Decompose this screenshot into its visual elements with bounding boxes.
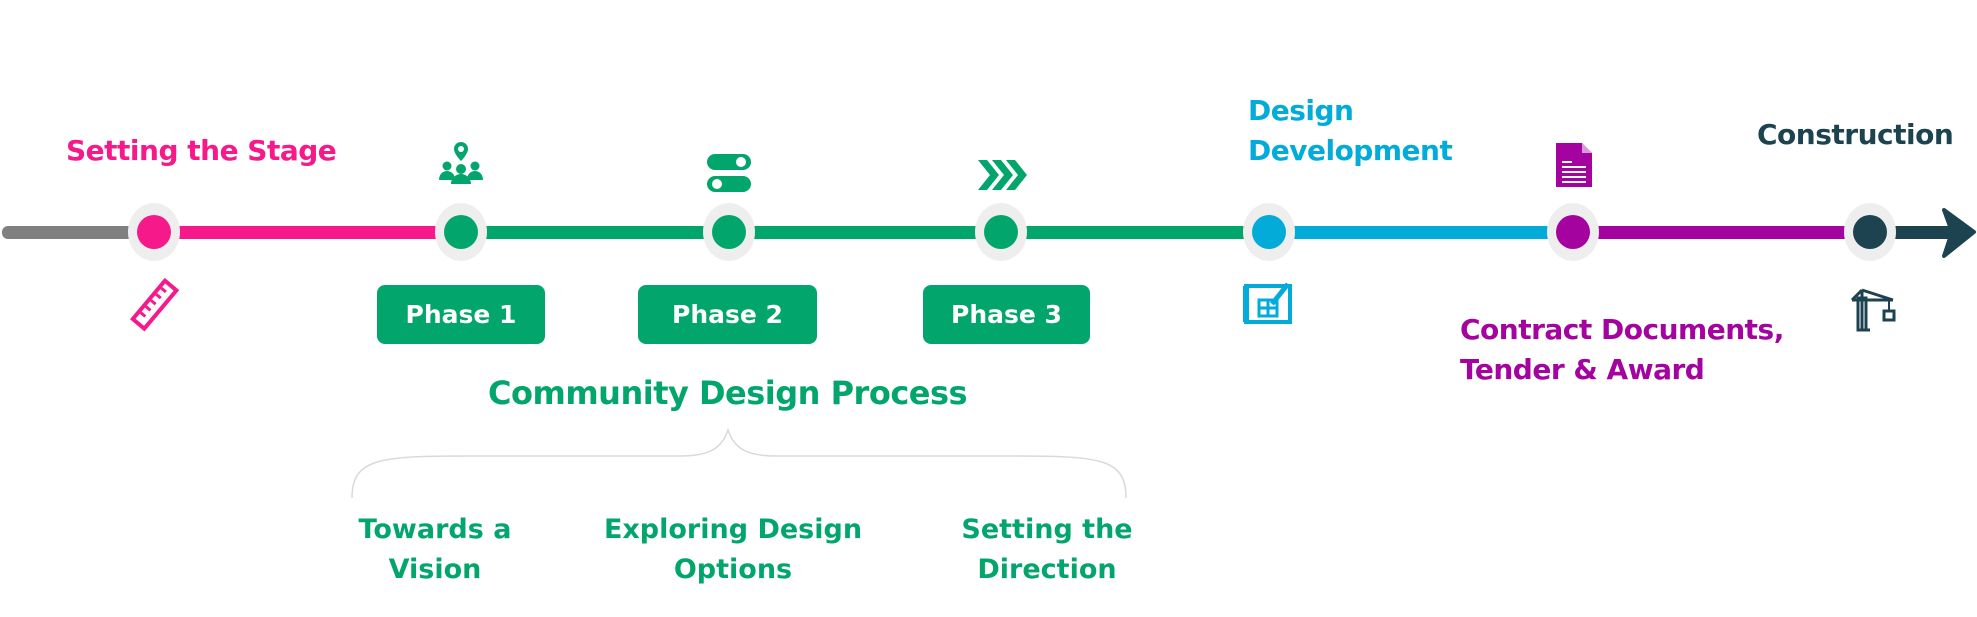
blueprint-icon — [1243, 282, 1292, 324]
node-phase-1 — [435, 203, 487, 261]
label-setting-the-stage: Setting the Stage — [66, 134, 337, 167]
phase-3-box: Phase 3 — [923, 285, 1090, 344]
label-contract-line1: Contract Documents, — [1460, 313, 1784, 346]
chevrons-icon — [978, 160, 1027, 190]
label-construction: Construction — [1757, 118, 1954, 151]
step-line1: Exploring Design — [603, 514, 863, 545]
label-contract-line2: Tender & Award — [1460, 353, 1705, 386]
phase-1-box: Phase 1 — [377, 285, 545, 344]
crane-icon — [1850, 288, 1896, 332]
timeline-segment-design-development — [1269, 226, 1572, 239]
node-setting-stage — [128, 203, 180, 261]
phase-2-box: Phase 2 — [638, 285, 817, 344]
step-line1: Towards a — [358, 514, 512, 545]
step-line2: Direction — [977, 554, 1117, 585]
step-towards-vision: Towards a Vision — [305, 510, 565, 590]
brace — [351, 427, 1127, 499]
timeline-segment-start — [2, 226, 152, 239]
timeline-segment-contract — [1573, 226, 1870, 239]
step-line1: Setting the — [961, 514, 1133, 545]
timeline-segment-community — [461, 226, 1269, 239]
node-construction — [1844, 203, 1896, 261]
node-contract — [1547, 203, 1599, 261]
step-line2: Options — [673, 554, 793, 585]
toggle-options-icon — [707, 154, 751, 192]
step-line2: Vision — [388, 554, 482, 585]
timeline-segment-setting-stage — [154, 226, 461, 239]
node-phase-3 — [975, 203, 1027, 261]
document-icon — [1556, 143, 1592, 187]
arrow-head-icon — [1942, 208, 1976, 258]
label-design-development-line1: Design — [1248, 94, 1354, 127]
ruler-icon — [129, 277, 180, 332]
node-design-development — [1243, 203, 1295, 261]
label-design-development-line2: Development — [1248, 134, 1453, 167]
community-location-icon — [439, 142, 483, 184]
node-phase-2 — [703, 203, 755, 261]
community-design-process-title: Community Design Process — [488, 374, 968, 412]
